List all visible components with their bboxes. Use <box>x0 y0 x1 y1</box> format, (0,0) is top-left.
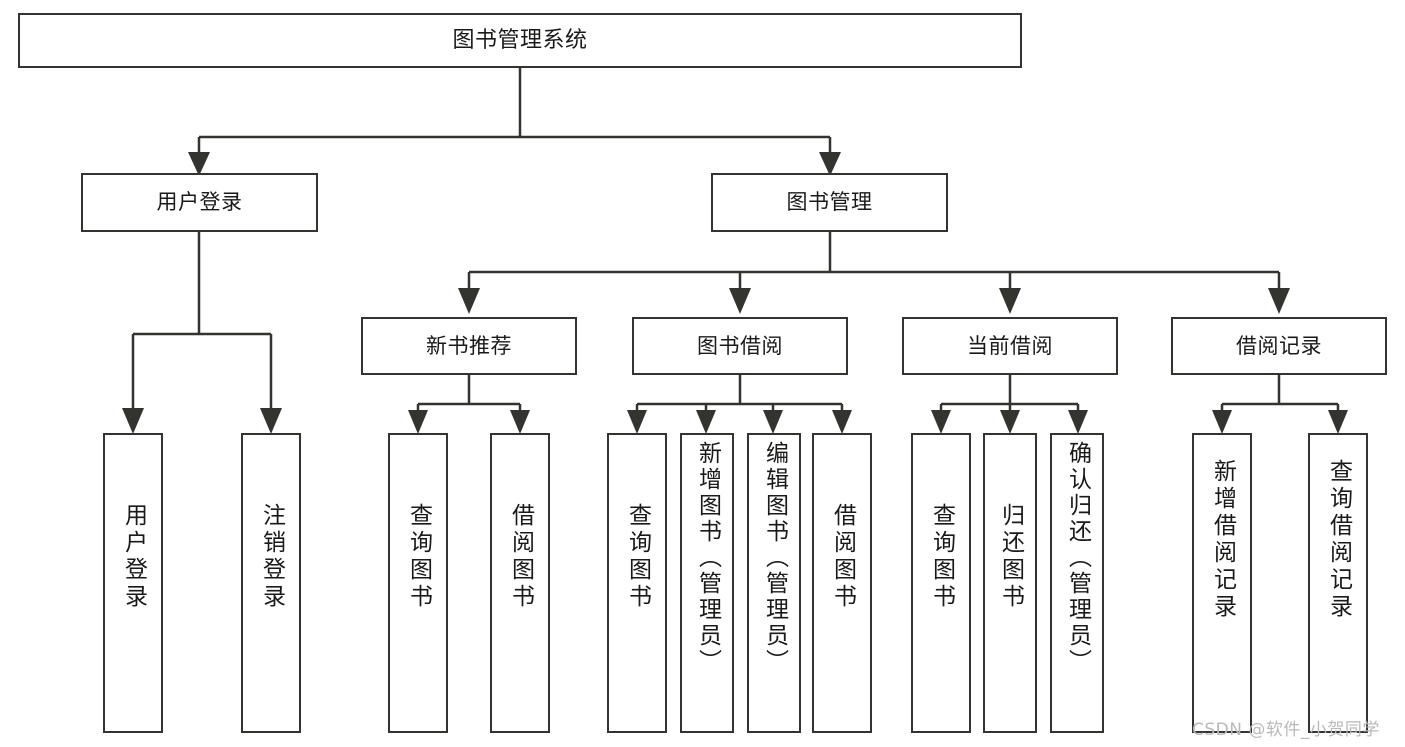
leaf-add-borrow-record[interactable]: 新增借阅记录 <box>1192 433 1252 733</box>
leaf-query-borrow-record-label: 查询借阅记录 <box>1325 459 1352 621</box>
leaf-add-book-admin-label: 新增图书（管理员） <box>694 441 721 675</box>
leaf-return-book-label: 归还图书 <box>997 503 1024 611</box>
node-book-borrow-label: 图书借阅 <box>697 333 783 358</box>
node-new-book-recommend[interactable]: 新书推荐 <box>361 317 577 375</box>
leaf-add-borrow-record-label: 新增借阅记录 <box>1209 459 1236 621</box>
node-new-book-recommend-label: 新书推荐 <box>426 333 512 358</box>
node-user-login-label: 用户登录 <box>156 190 243 215</box>
leaf-return-book[interactable]: 归还图书 <box>983 433 1037 733</box>
node-borrow-record-label: 借阅记录 <box>1236 333 1322 358</box>
leaf-logout[interactable]: 注销登录 <box>241 433 301 733</box>
node-current-borrow[interactable]: 当前借阅 <box>902 317 1118 375</box>
leaf-borrow-book-borrow-label: 借阅图书 <box>829 503 856 611</box>
leaf-user-login[interactable]: 用户登录 <box>103 433 163 733</box>
leaf-confirm-return-admin[interactable]: 确认归还（管理员） <box>1050 433 1104 733</box>
leaf-user-login-label: 用户登录 <box>120 503 147 611</box>
leaf-logout-label: 注销登录 <box>258 503 285 611</box>
node-root-label: 图书管理系统 <box>452 27 588 53</box>
leaf-edit-book-admin[interactable]: 编辑图书（管理员） <box>747 433 801 733</box>
leaf-borrow-book-newbook[interactable]: 借阅图书 <box>490 433 550 733</box>
node-book-manage[interactable]: 图书管理 <box>711 173 948 232</box>
leaf-confirm-return-admin-label: 确认归还（管理员） <box>1064 441 1091 675</box>
leaf-query-book-current[interactable]: 查询图书 <box>911 433 971 733</box>
node-borrow-record[interactable]: 借阅记录 <box>1171 317 1387 375</box>
leaf-query-borrow-record[interactable]: 查询借阅记录 <box>1308 433 1368 733</box>
leaf-query-book-current-label: 查询图书 <box>928 503 955 611</box>
leaf-add-book-admin[interactable]: 新增图书（管理员） <box>680 433 734 733</box>
node-user-login[interactable]: 用户登录 <box>81 173 318 232</box>
leaf-query-book-newbook-label: 查询图书 <box>405 503 432 611</box>
leaf-query-book-borrow[interactable]: 查询图书 <box>607 433 667 733</box>
watermark: CSDN @软件_小贺同学 <box>1192 720 1380 740</box>
node-book-manage-label: 图书管理 <box>786 190 873 215</box>
leaf-edit-book-admin-label: 编辑图书（管理员） <box>761 441 788 675</box>
node-current-borrow-label: 当前借阅 <box>967 333 1053 358</box>
node-root[interactable]: 图书管理系统 <box>18 13 1022 68</box>
node-book-borrow[interactable]: 图书借阅 <box>632 317 848 375</box>
leaf-query-book-borrow-label: 查询图书 <box>624 503 651 611</box>
leaf-borrow-book-borrow[interactable]: 借阅图书 <box>812 433 872 733</box>
leaf-borrow-book-newbook-label: 借阅图书 <box>507 503 534 611</box>
leaf-query-book-newbook[interactable]: 查询图书 <box>388 433 448 733</box>
